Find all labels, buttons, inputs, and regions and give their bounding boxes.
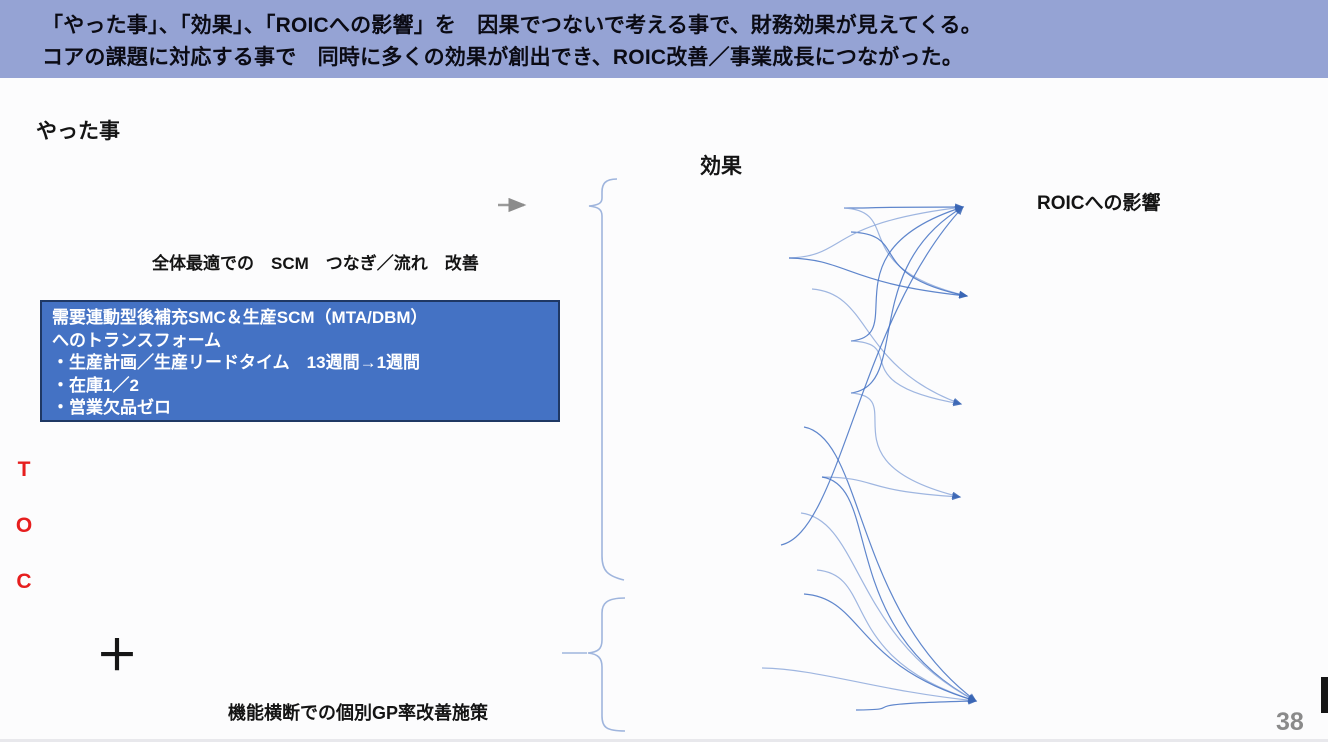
right-edge-artifact: [1321, 677, 1328, 713]
column-title-effects: 効果: [700, 155, 742, 178]
header-line-2: コアの課題に対応する事で 同時に多くの効果が創出でき、ROIC改善／事業成長につ…: [42, 46, 964, 69]
column-title-roic: ROICへの影響: [1037, 193, 1161, 214]
scm-box-line: ・在庫1／2: [52, 375, 139, 395]
scm-box-line: へのトランスフォーム: [52, 330, 222, 350]
scm-transform-box: 需要連動型後補充SMC＆生産SCM（MTA/DBM） へのトランスフォーム ・生…: [40, 300, 560, 422]
toc-letter-top: O: [15, 514, 33, 537]
effect-connector-curve: [811, 288, 963, 405]
scm-box-label: 全体最適での SCM つなぎ／流れ 改善: [152, 254, 479, 273]
effect-connector-curve: [850, 206, 965, 394]
header-bar: 「やった事」、「効果」、「ROICへの影響」を 因果でつないで考える事で、財務効…: [0, 0, 1328, 78]
effect-connector-curve: [850, 205, 965, 342]
effect-connector-curve: [850, 392, 962, 499]
toc-letter-top: T: [17, 458, 31, 481]
gp-box-label: 機能横断での個別GP率改善施策: [228, 703, 489, 723]
effects-bracket: [588, 178, 625, 581]
scm-box-line: ・営業欠品ゼロ: [52, 398, 171, 417]
effect-connector-curve: [850, 340, 963, 407]
column-title-done: やった事: [36, 120, 120, 143]
header-line-1: 「やった事」、「効果」、「ROICへの影響」を 因果でつないで考える事で、財務効…: [42, 14, 982, 37]
page-number: 38: [1276, 708, 1304, 736]
toc-letter-top: C: [16, 570, 32, 593]
scm-box-line: 需要連動型後補充SMC＆生産SCM（MTA/DBM）: [52, 308, 428, 327]
bottom-edge-strip: [0, 739, 1328, 742]
plus-sign: ＋: [96, 632, 139, 679]
scm-box-line: ・生産計画／生産リードタイム 13週間→1週間: [52, 353, 421, 372]
effect-connector-curve: [821, 476, 962, 501]
effect-connector-curve: [843, 203, 965, 211]
